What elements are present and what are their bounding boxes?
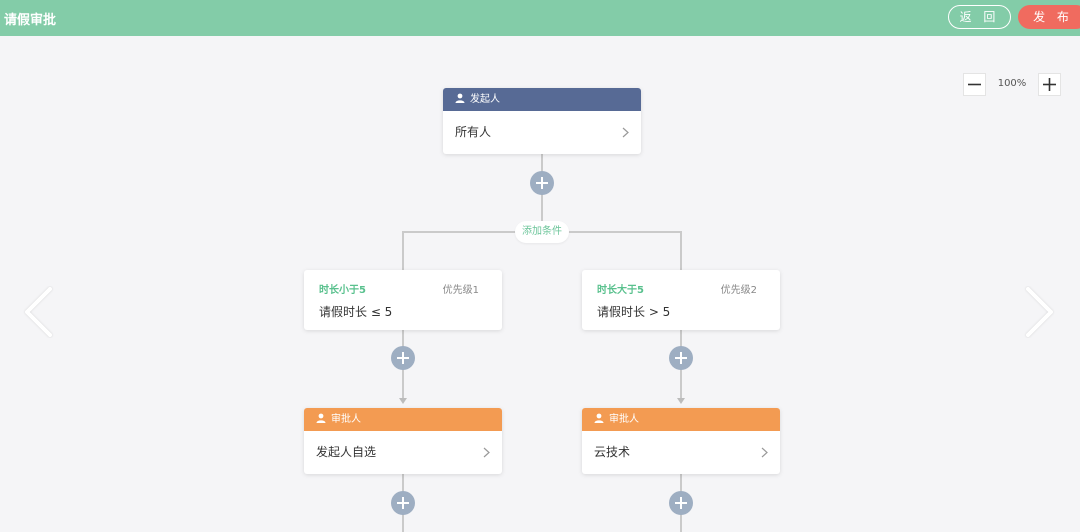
arrow-down-icon xyxy=(677,398,685,404)
approver-node-header: 审批人 xyxy=(304,408,502,431)
zoom-in-button[interactable] xyxy=(1038,73,1061,96)
add-node-button[interactable] xyxy=(391,491,415,515)
minus-icon xyxy=(968,83,981,86)
start-node-title: 发起人 xyxy=(470,94,500,105)
approver-node-body: 云技术 xyxy=(582,431,780,474)
condition-title: 时长小于5 xyxy=(319,285,366,296)
user-icon xyxy=(455,93,465,103)
back-button[interactable]: 返 回 xyxy=(948,5,1011,29)
approver-node-title: 审批人 xyxy=(331,414,361,425)
chevron-right-icon xyxy=(761,447,768,458)
start-node-header: 发起人 xyxy=(443,88,641,111)
condition-expression: 请假时长 ≤ 5 xyxy=(319,305,393,319)
condition-node-1[interactable]: 时长小于5 优先级1 请假时长 ≤ 5 xyxy=(304,270,502,330)
start-node-body: 所有人 xyxy=(443,111,641,154)
chevron-right-icon xyxy=(622,127,629,138)
approver-node-body: 发起人自选 xyxy=(304,431,502,474)
arrow-down-icon xyxy=(399,398,407,404)
approver-node-value: 发起人自选 xyxy=(316,445,377,459)
condition-priority: 优先级1 xyxy=(442,285,479,296)
condition-node-2[interactable]: 时长大于5 优先级2 请假时长 > 5 xyxy=(582,270,780,330)
zoom-out-button[interactable] xyxy=(963,73,986,96)
add-node-button[interactable] xyxy=(391,346,415,370)
connector-line xyxy=(680,231,682,271)
approver-node-value: 云技术 xyxy=(594,445,631,459)
approver-node-header: 审批人 xyxy=(582,408,780,431)
add-condition-button[interactable]: 添加条件 xyxy=(515,221,569,243)
page-title: 请假审批 xyxy=(4,13,57,28)
add-node-button[interactable] xyxy=(669,491,693,515)
zoom-level: 100% xyxy=(997,78,1027,89)
condition-title: 时长大于5 xyxy=(597,285,644,296)
start-node-value: 所有人 xyxy=(455,125,492,139)
approver-node-2[interactable]: 审批人 云技术 xyxy=(582,408,780,474)
chevron-right-icon xyxy=(483,447,490,458)
next-arrow-icon[interactable] xyxy=(1024,286,1056,342)
add-node-button[interactable] xyxy=(530,171,554,195)
condition-priority: 优先级2 xyxy=(720,285,757,296)
start-node[interactable]: 发起人 所有人 xyxy=(443,88,641,154)
top-bar: 请假审批 返 回 发 布 xyxy=(0,0,1080,36)
publish-button[interactable]: 发 布 xyxy=(1018,5,1080,29)
approver-node-title: 审批人 xyxy=(609,414,639,425)
user-icon xyxy=(594,413,604,423)
add-node-button[interactable] xyxy=(669,346,693,370)
user-icon xyxy=(316,413,326,423)
plus-icon xyxy=(1043,78,1056,91)
condition-expression: 请假时长 > 5 xyxy=(597,305,671,319)
connector-line xyxy=(402,231,404,271)
approver-node-1[interactable]: 审批人 发起人自选 xyxy=(304,408,502,474)
prev-arrow-icon[interactable] xyxy=(22,286,54,342)
